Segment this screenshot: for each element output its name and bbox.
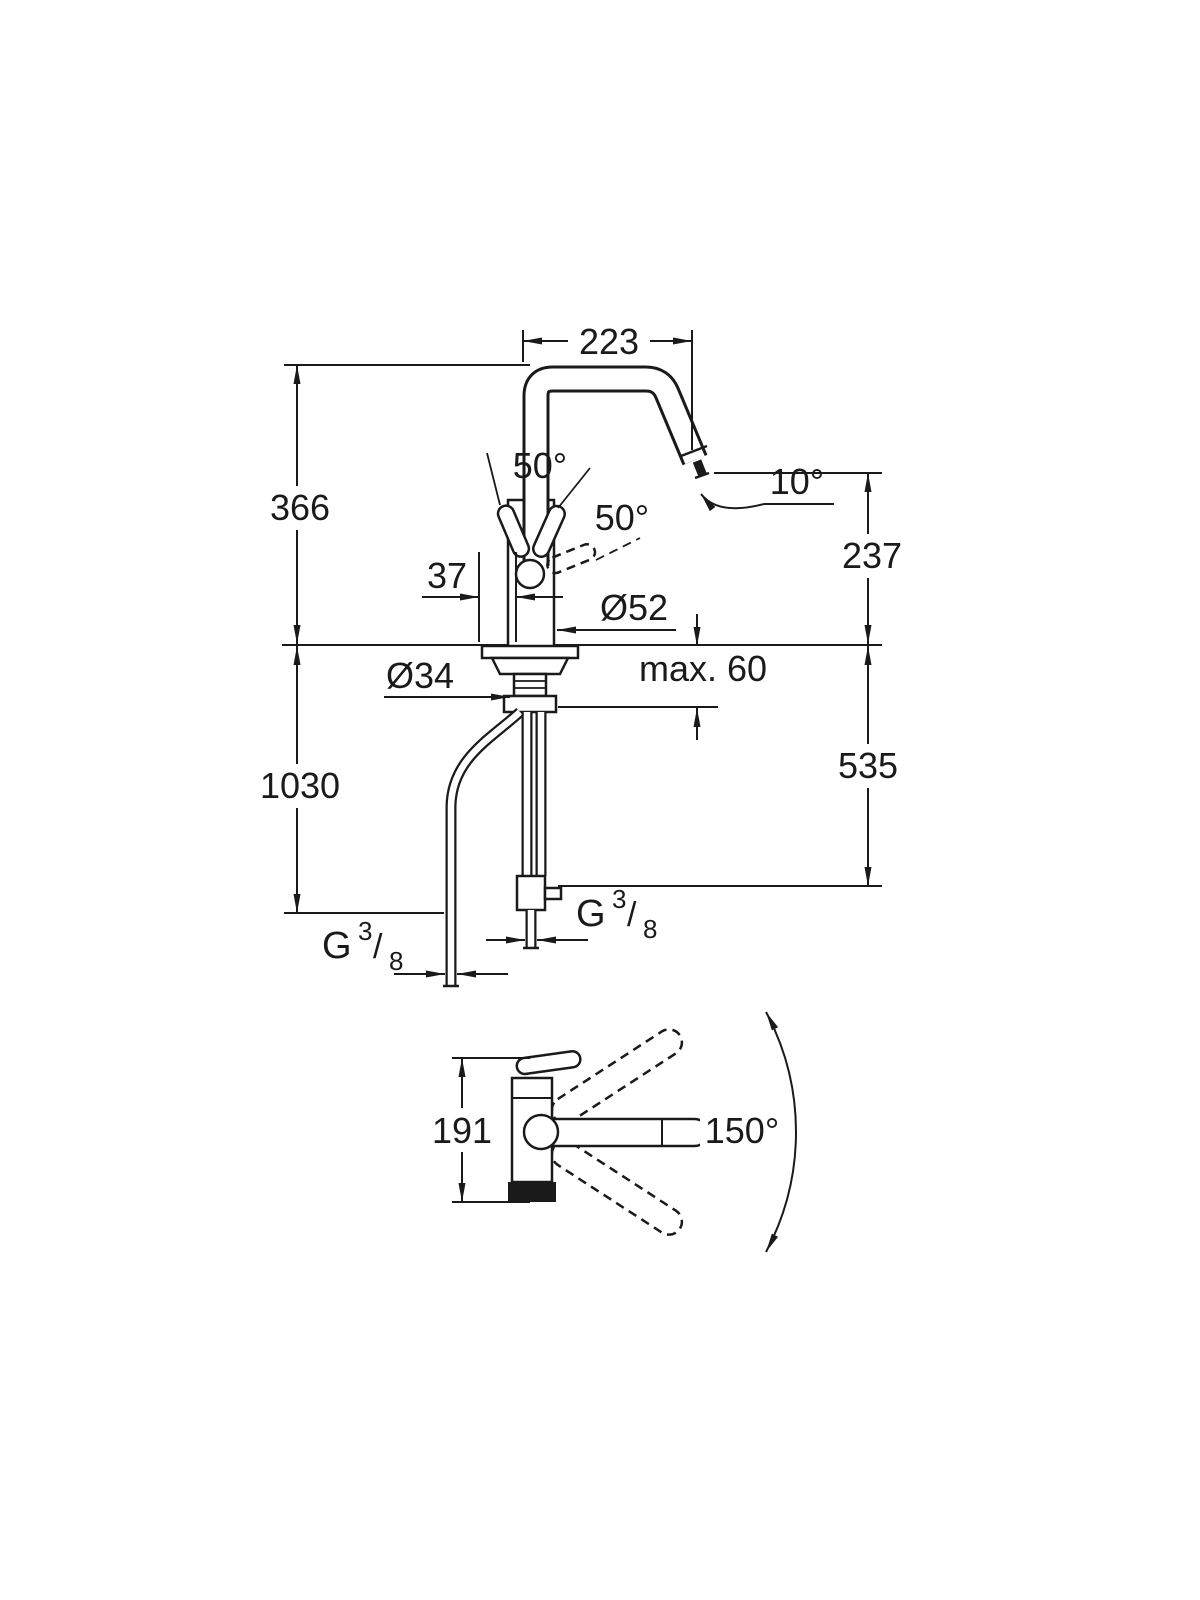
shutoff-valve bbox=[515, 874, 547, 912]
mounting-flange bbox=[480, 644, 580, 660]
dim-150: 150° bbox=[700, 1108, 784, 1152]
dim-50-left-label: 50° bbox=[513, 445, 567, 486]
base-lever bbox=[515, 1050, 582, 1076]
dim-d52-label: Ø52 bbox=[600, 587, 668, 628]
label-mask bbox=[252, 486, 348, 530]
dim-d52: Ø52 bbox=[557, 587, 676, 634]
dim-191: 191 bbox=[424, 1057, 530, 1203]
dim-g38-left: G 3 / 8 bbox=[322, 916, 508, 978]
dim-223: 223 bbox=[522, 320, 693, 450]
thread-symbol: G bbox=[576, 893, 606, 935]
spout-swivel-upper-dashed bbox=[550, 1028, 684, 1125]
swivel-arc bbox=[765, 1011, 797, 1253]
front-view bbox=[282, 365, 882, 988]
mounting-nut bbox=[502, 694, 558, 714]
dim-max60: max. 60 bbox=[558, 614, 767, 740]
dim-535: 535 bbox=[558, 646, 916, 887]
spout-pipe-inner bbox=[525, 368, 705, 566]
thread-numerator: 3 bbox=[612, 884, 626, 914]
mounting-cone bbox=[489, 656, 571, 676]
angle-leader-arrow bbox=[700, 493, 765, 512]
dim-d34: Ø34 bbox=[384, 655, 510, 701]
dim-191-label: 191 bbox=[432, 1110, 492, 1151]
dim-366: 366 bbox=[252, 364, 530, 644]
valve-handle bbox=[543, 886, 563, 901]
handle-pivot bbox=[514, 558, 546, 590]
supply-hose-left-inner bbox=[447, 709, 523, 986]
dim-535-label: 535 bbox=[838, 745, 898, 786]
top-view: 191 150° bbox=[424, 1011, 797, 1253]
dim-237-label: 237 bbox=[842, 535, 902, 576]
label-mask bbox=[700, 1108, 784, 1152]
thread-denominator: 8 bbox=[389, 946, 403, 976]
dim-10-label: 10° bbox=[770, 461, 824, 502]
thread-symbol: G bbox=[322, 925, 352, 967]
thread-numerator: 3 bbox=[358, 916, 372, 946]
supply-hose-left bbox=[445, 707, 524, 986]
threaded-shank bbox=[512, 672, 548, 698]
spout-pivot bbox=[522, 1113, 560, 1151]
dim-g38-right: G 3 / 8 bbox=[486, 884, 657, 944]
dim-50-right-label: 50° bbox=[595, 497, 649, 538]
label-mask bbox=[244, 764, 356, 808]
front-view-dimensions: 223 366 1030 237 535 bbox=[244, 320, 920, 978]
label-mask bbox=[568, 320, 650, 362]
thread-slash: / bbox=[373, 928, 383, 966]
label-mask bbox=[824, 534, 920, 578]
dim-50-left: 50° bbox=[486, 445, 591, 509]
dim-150-label: 150° bbox=[705, 1110, 779, 1151]
dim-1030-label: 1030 bbox=[260, 765, 340, 806]
dim-237: 237 bbox=[714, 472, 920, 644]
dim-max60-label: max. 60 bbox=[639, 648, 767, 689]
angle-leader-line-dashed bbox=[595, 537, 641, 561]
spout-outlet-edge bbox=[694, 471, 710, 480]
handle-lever-left bbox=[496, 504, 531, 558]
dim-37: 37 bbox=[422, 552, 563, 642]
dim-223-label: 223 bbox=[579, 321, 639, 362]
dim-50-right: 50° bbox=[595, 497, 649, 561]
spout-swivel-lower-dashed bbox=[550, 1139, 684, 1236]
angle-leader-line bbox=[486, 452, 501, 506]
dim-1030: 1030 bbox=[244, 646, 444, 914]
dim-d34-label: Ø34 bbox=[386, 655, 454, 696]
dim-10: 10° bbox=[700, 461, 834, 512]
dim-37-label: 37 bbox=[427, 555, 467, 596]
label-mask bbox=[820, 744, 916, 788]
label-mask bbox=[424, 1108, 500, 1152]
thread-denominator: 8 bbox=[643, 914, 657, 944]
angle-leader-line bbox=[557, 467, 591, 509]
thread-slash: / bbox=[627, 896, 637, 934]
handle-lever-dashed bbox=[546, 543, 597, 575]
base-dark-band bbox=[508, 1182, 556, 1202]
aerator-line bbox=[680, 444, 708, 458]
spout-outlet-tip bbox=[692, 459, 708, 478]
dim-366-label: 366 bbox=[270, 487, 330, 528]
